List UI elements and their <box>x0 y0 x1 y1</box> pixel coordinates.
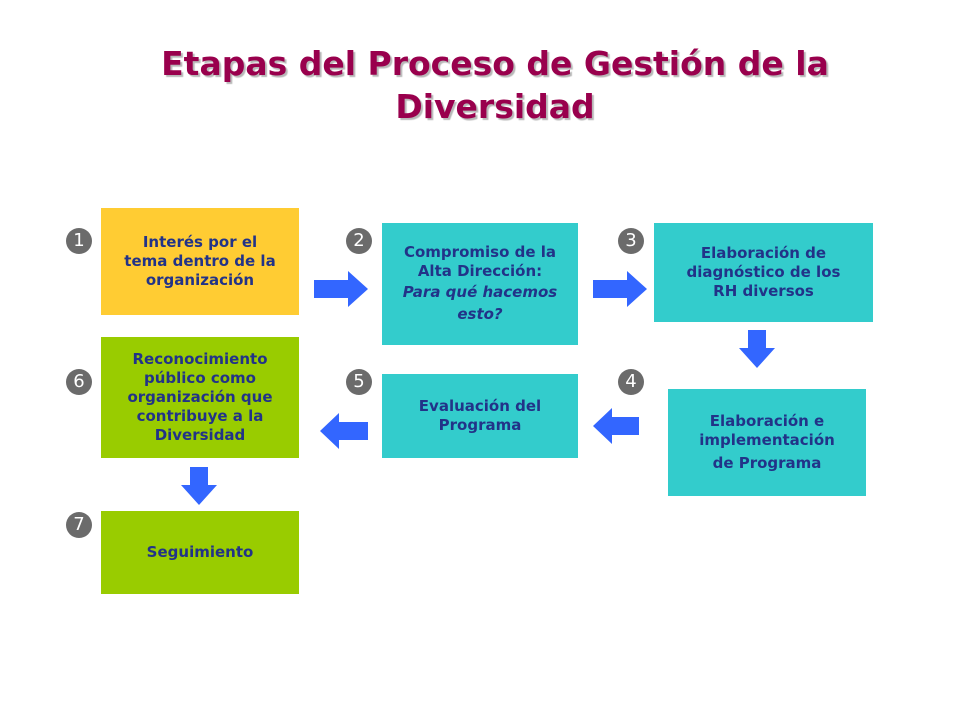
arrow-down-3-to-4-icon <box>739 330 775 368</box>
step-5-badge: 5 <box>346 369 372 395</box>
title-line-2: Diversidad <box>395 87 595 126</box>
step-1-line-3: organización <box>145 271 255 289</box>
step-2-line-2: Alta Dirección: <box>417 262 543 280</box>
step-2-badge: 2 <box>346 228 372 254</box>
step-5-line-2: Programa <box>438 416 522 434</box>
step-2-line-1: Compromiso de la <box>403 243 556 261</box>
step-3-line-1: Elaboración de <box>700 244 827 262</box>
step-7-badge: 7 <box>66 512 92 538</box>
step-4-line-2: implementación <box>699 431 835 449</box>
step-1-badge: 1 <box>66 228 92 254</box>
step-6-line-3: organización que <box>127 388 273 406</box>
arrow-right-2-to-3-icon <box>593 271 647 307</box>
step-4-line-1: Elaboración e <box>709 412 825 430</box>
title-line-1: Etapas del Proceso de Gestión de la <box>161 44 829 83</box>
step-6-line-2: público como <box>144 369 256 387</box>
step-6-line-1: Reconocimiento <box>132 350 268 368</box>
arrow-right-1-to-2-icon <box>314 271 368 307</box>
step-4-box: Elaboración e implementación de Programa <box>668 389 866 496</box>
step-7-line-1: Seguimiento <box>146 543 254 561</box>
step-6-badge: 6 <box>66 369 92 395</box>
arrow-down-6-to-7-icon <box>181 467 217 505</box>
arrow-left-5-to-6-icon <box>320 413 368 449</box>
step-2-italic-line-2: esto? <box>457 305 503 323</box>
step-6-box: Reconocimiento público como organización… <box>101 337 299 458</box>
step-4-badge: 4 <box>618 369 644 395</box>
page-title: Etapas del Proceso de Gestión de la Dive… <box>100 42 890 128</box>
step-4-line-3: de Programa <box>712 454 822 472</box>
step-5-box: Evaluación del Programa <box>382 374 578 458</box>
step-3-box: Elaboración de diagnóstico de los RH div… <box>654 223 873 322</box>
arrow-left-4-to-5-icon <box>593 408 639 444</box>
step-1-line-1: Interés por el <box>142 233 258 251</box>
step-6-line-5: Diversidad <box>154 426 246 444</box>
step-1-line-2: tema dentro de la <box>124 252 276 270</box>
step-7-box: Seguimiento <box>101 511 299 594</box>
step-5-line-1: Evaluación del <box>418 397 542 415</box>
step-3-line-2: diagnóstico de los <box>686 263 841 281</box>
step-3-badge: 3 <box>618 228 644 254</box>
step-6-line-4: contribuye a la <box>136 407 264 425</box>
step-3-line-3: RH diversos <box>713 282 814 300</box>
step-2-box: Compromiso de la Alta Dirección: Para qu… <box>382 223 578 345</box>
step-1-box: Interés por el tema dentro de la organiz… <box>101 208 299 315</box>
step-2-italic-line-1: Para qué hacemos <box>402 283 558 301</box>
